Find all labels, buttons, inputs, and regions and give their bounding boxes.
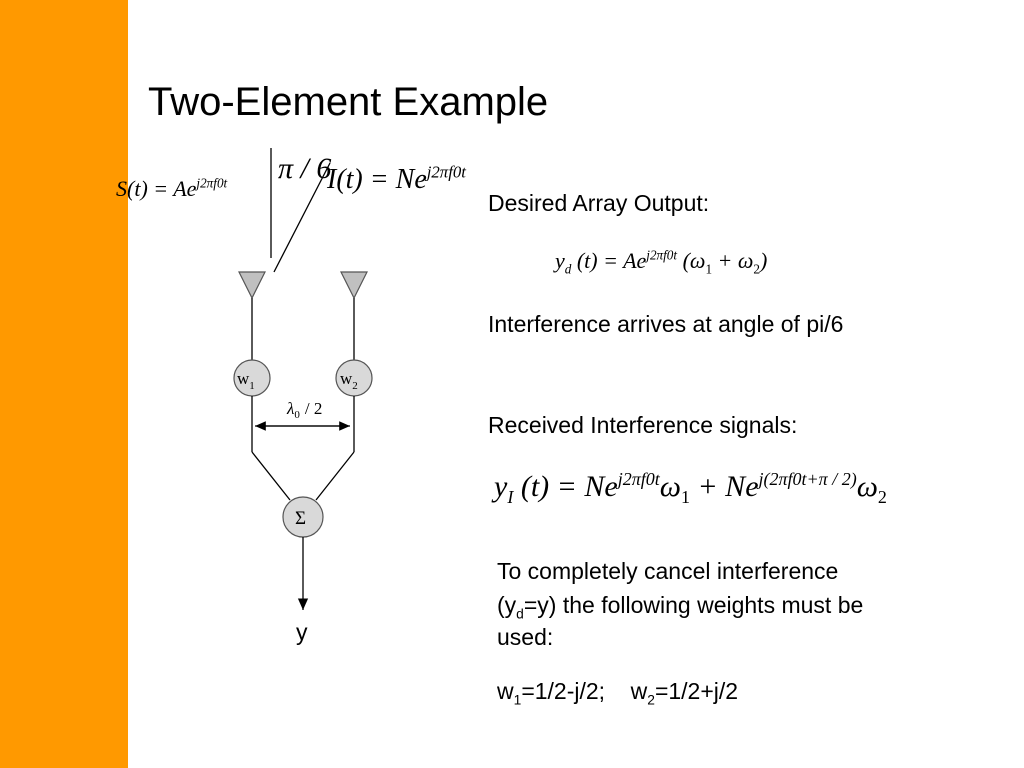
interference-equation: I(t) = Nej2πf0t [327,162,466,195]
spacing-label: λ0/ 2 [286,399,322,421]
arrival-angle-line [273,162,331,273]
cancel-line-1: To completely cancel interference [497,558,839,584]
weight-label-2: w2 [340,369,358,392]
angle-label: π / 6 [278,152,332,185]
antenna-2-icon [340,271,368,300]
combine-line-1 [251,451,291,501]
interference-note: Interference arrives at angle of pi/6 [488,311,844,337]
weight-solution: w1=1/2-j/2; w2=1/2+j/2 [497,678,739,708]
desired-output-heading: Desired Array Output: [488,190,710,216]
received-heading: Received Interference signals: [488,412,798,438]
sum-symbol: Σ [295,508,306,529]
cancel-line-2: (yd=y) the following weights must be [497,592,864,622]
antenna-1-icon [238,271,266,300]
received-equation: yI (t) = Nej2πf0tω1 + Nej(2πf0t+π / 2)ω2 [494,469,887,507]
signal-equation: S(t) = Aej2πf0t [116,175,228,201]
slide-title: Two-Element Example [148,80,549,124]
combine-line-2 [315,451,355,501]
cancel-line-3: used: [497,624,554,650]
desired-output-equation: yd (t) = Aej2πf0t (ω1 + ω2) [555,247,768,277]
weight-label-1: w1 [237,369,255,392]
output-label: y [296,619,308,645]
sidebar-accent-bar [0,0,128,768]
